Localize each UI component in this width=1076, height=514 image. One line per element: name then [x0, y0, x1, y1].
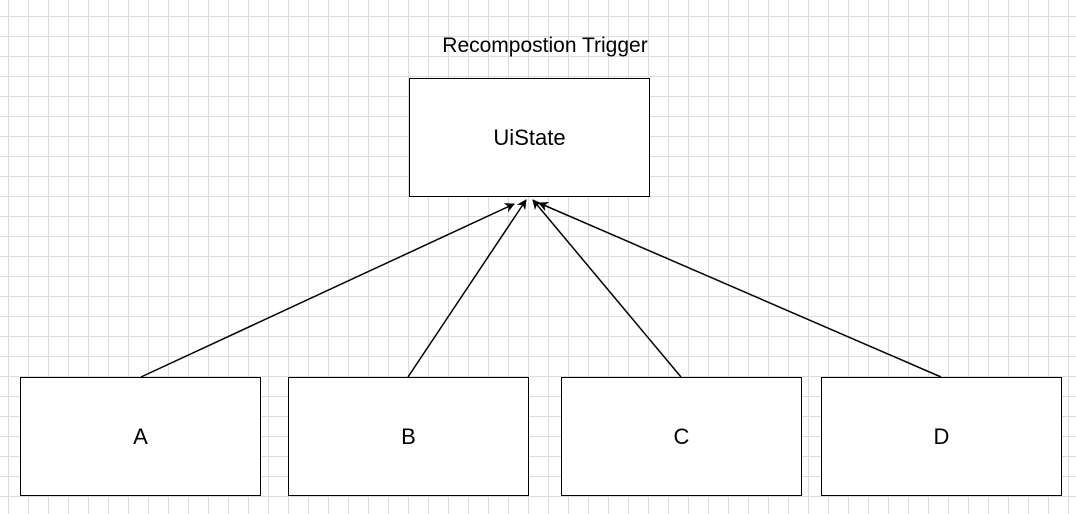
node-b[interactable]: B	[288, 377, 529, 496]
uistate-node[interactable]: UiState	[409, 78, 650, 197]
edge-d-to-uistate	[538, 201, 942, 378]
node-d-label: D	[933, 423, 950, 449]
uistate-node-label: UiState	[493, 124, 566, 150]
edge-a-to-uistate	[140, 203, 515, 378]
diagram-caption: Recompostion Trigger	[442, 34, 648, 57]
node-a-label: A	[133, 423, 148, 449]
edge-b-to-uistate	[407, 199, 527, 378]
edge-c-to-uistate	[532, 199, 682, 378]
node-c[interactable]: C	[561, 377, 802, 496]
node-b-label: B	[401, 423, 416, 449]
node-d[interactable]: D	[821, 377, 1062, 496]
node-c-label: C	[673, 423, 690, 449]
node-a[interactable]: A	[20, 377, 261, 496]
